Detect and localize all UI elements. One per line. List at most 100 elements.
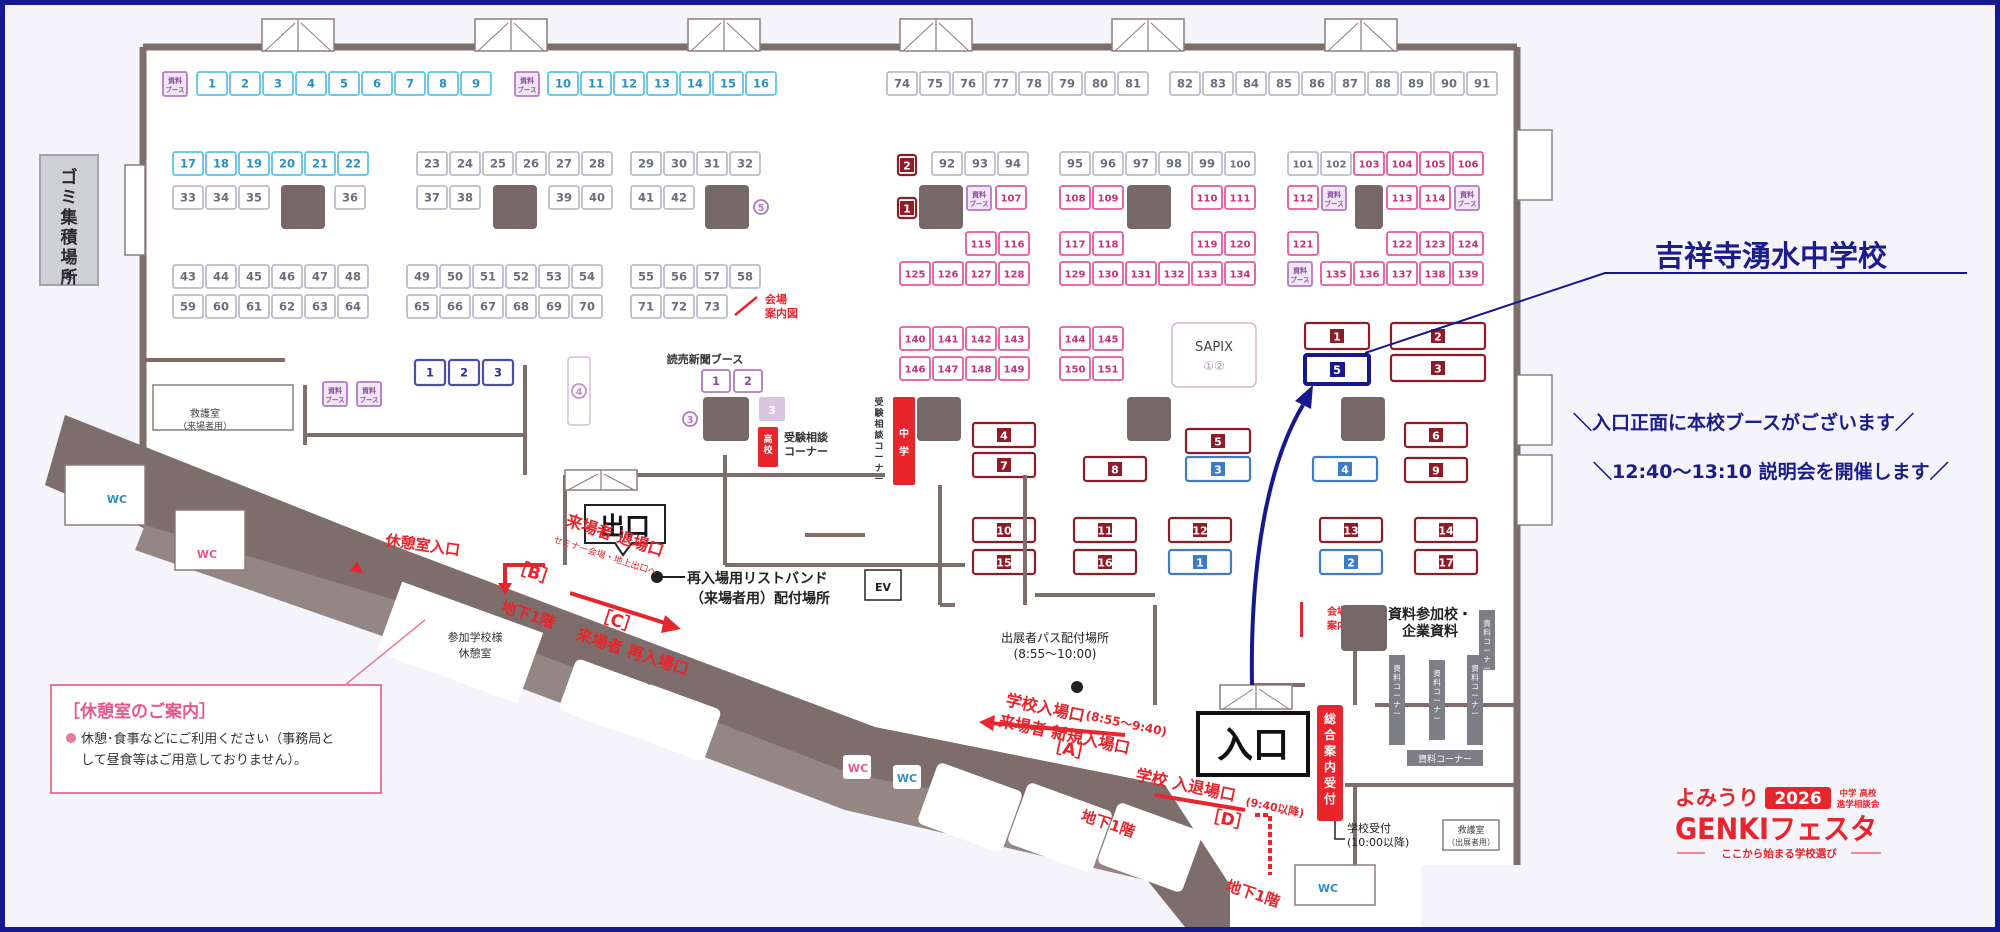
booth-maroon-badge <box>1439 555 1453 569</box>
materials-corner-label-char: ー <box>1393 691 1401 700</box>
interior-wall <box>143 358 527 475</box>
rest-room-label2: 休憩室 <box>459 646 492 660</box>
booth-gray-row1-box <box>1051 71 1083 96</box>
side-door <box>124 164 146 256</box>
booth-gray-row1: 74 <box>894 77 910 91</box>
booth-gray-row1b-box <box>1268 71 1300 96</box>
booth-pink-144: 145 <box>1098 335 1119 346</box>
booth-gray-49-box <box>571 264 603 289</box>
booth-blue: 4 <box>1341 464 1349 477</box>
booth-gray-92: 92 <box>939 157 955 171</box>
booth-maroon: 14 <box>1438 525 1454 538</box>
materials-corner-label-char: ー <box>1393 709 1401 718</box>
booth-cyan-row1-box <box>196 71 228 96</box>
booth-gray-55-box <box>729 264 761 289</box>
materials-corner-label-char: ナ <box>1393 700 1401 709</box>
booth-gray-29: 30 <box>671 157 687 171</box>
garbage-label-char: ゴ <box>61 167 78 188</box>
booth-pink-144: 144 <box>1065 335 1086 346</box>
entrance-door-leaf <box>1258 688 1290 710</box>
booth-pink-125-box <box>998 261 1030 286</box>
rest-info-leader <box>344 619 426 686</box>
consult-vertical-char: ー <box>874 453 883 463</box>
consult-vertical-char: コ <box>874 442 883 452</box>
callout-line-session: ＼12:40〜13:10 説明会を開催します／ <box>1593 461 1949 483</box>
booth-pink-113-box <box>1419 185 1451 210</box>
booth-gray-101-box <box>1287 151 1319 176</box>
side-door-right <box>1516 374 1553 446</box>
booth-gray-41: 42 <box>671 191 687 205</box>
booth-pink-108: 109 <box>1098 194 1119 205</box>
wc-label-bottom: WC <box>1318 882 1338 895</box>
entrance-arrow-line <box>1249 403 1305 686</box>
yomiuri-booth-box <box>733 369 763 393</box>
booth-maroon-badge <box>997 523 1011 537</box>
school-reception-label: 学校受付 <box>1347 821 1391 835</box>
booth-pink-103-box <box>1353 151 1385 176</box>
booth-gray-row1b-box <box>1433 71 1465 96</box>
booth-cyan-row1-box <box>361 71 393 96</box>
booth-gray-row1: 80 <box>1092 77 1108 91</box>
booth-gray-row1b-box <box>1400 71 1432 96</box>
booth-circled-2-badge <box>900 158 914 172</box>
jh-consult-label-char: 学 <box>899 445 909 458</box>
info-booth-r1-l2: ブース <box>969 199 988 208</box>
booth-pink-129: 134 <box>1230 270 1251 281</box>
booth-cyan-17: 19 <box>246 157 262 171</box>
booth-pink-129-box <box>1125 261 1157 286</box>
school-name-callout: 吉祥寺湧水中学校 <box>1655 239 1888 273</box>
garbage-label-char: ミ <box>61 188 78 208</box>
booth-pink-140-box <box>899 326 931 351</box>
logo-name: GENKIフェスタ <box>1675 812 1877 846</box>
top-door-leaf <box>938 22 970 52</box>
booth-pink-103-box <box>1386 151 1418 176</box>
booth-pink-119-box <box>1224 231 1256 256</box>
rest-room-area <box>376 581 544 704</box>
booth-gray-95-box <box>1191 151 1223 176</box>
booth-gray-65-box <box>505 294 537 319</box>
booth-pink-146-box <box>932 356 964 381</box>
booth-gray-92-box <box>964 151 996 176</box>
booth-cyan-17: 22 <box>345 157 361 171</box>
materials-corner-label-char: コ <box>1471 682 1479 691</box>
info-booth-mid-2-box <box>356 381 382 407</box>
booth-gray-71: 72 <box>671 300 687 314</box>
reception-leader <box>1334 821 1345 840</box>
booth-pink-110-box <box>1224 185 1256 210</box>
booth-cyan-row1b: 15 <box>720 77 736 91</box>
booth-gray-71: 73 <box>704 300 720 314</box>
booth-cyan-row1b: 13 <box>654 77 670 91</box>
booth-gray-29-box <box>729 151 761 176</box>
booth-pink-125-box <box>899 261 931 286</box>
consult-hs-char: 校 <box>763 444 773 456</box>
booth-pink-122-box <box>1452 231 1484 256</box>
booth-maroon-badge <box>1429 428 1443 442</box>
booth-pink-110: 111 <box>1230 194 1251 205</box>
interior-wall <box>725 533 965 567</box>
booth-gray-65: 66 <box>447 300 463 314</box>
info-booth-mid-1-l2: ブース <box>325 395 344 404</box>
booth-cyan-row1b-box <box>679 71 711 96</box>
booth-gray-55: 56 <box>671 270 687 284</box>
general-info-label-char: 付 <box>1324 791 1336 806</box>
booth-cyan-row1b-box <box>745 71 777 96</box>
top-door-leaf <box>477 22 509 52</box>
booth-gray-43-box <box>304 264 336 289</box>
booth-maroon: 4 <box>1000 430 1008 443</box>
booth-pink-146: 147 <box>938 365 959 376</box>
booth-maroon: 6 <box>1432 430 1440 443</box>
booth-gray-59: 59 <box>180 300 196 314</box>
booth-pink-125-box <box>965 261 997 286</box>
booth-pink-117: 117 <box>1065 240 1086 251</box>
booth-gray-43: 46 <box>279 270 295 284</box>
booth-gray-29-box <box>696 151 728 176</box>
booth-gray-row1b: 89 <box>1408 77 1424 91</box>
booth-pink-135-box <box>1419 261 1451 286</box>
booth-pink-129: 130 <box>1098 270 1119 281</box>
general-info-label-char: 総 <box>1324 711 1336 726</box>
booth-gray-55-box <box>663 264 695 289</box>
booth-gray-95-box <box>1125 151 1157 176</box>
booth-pink-108: 108 <box>1065 194 1086 205</box>
booth-cyan-row1-box <box>394 71 426 96</box>
info-booth-r1-box <box>966 185 992 211</box>
